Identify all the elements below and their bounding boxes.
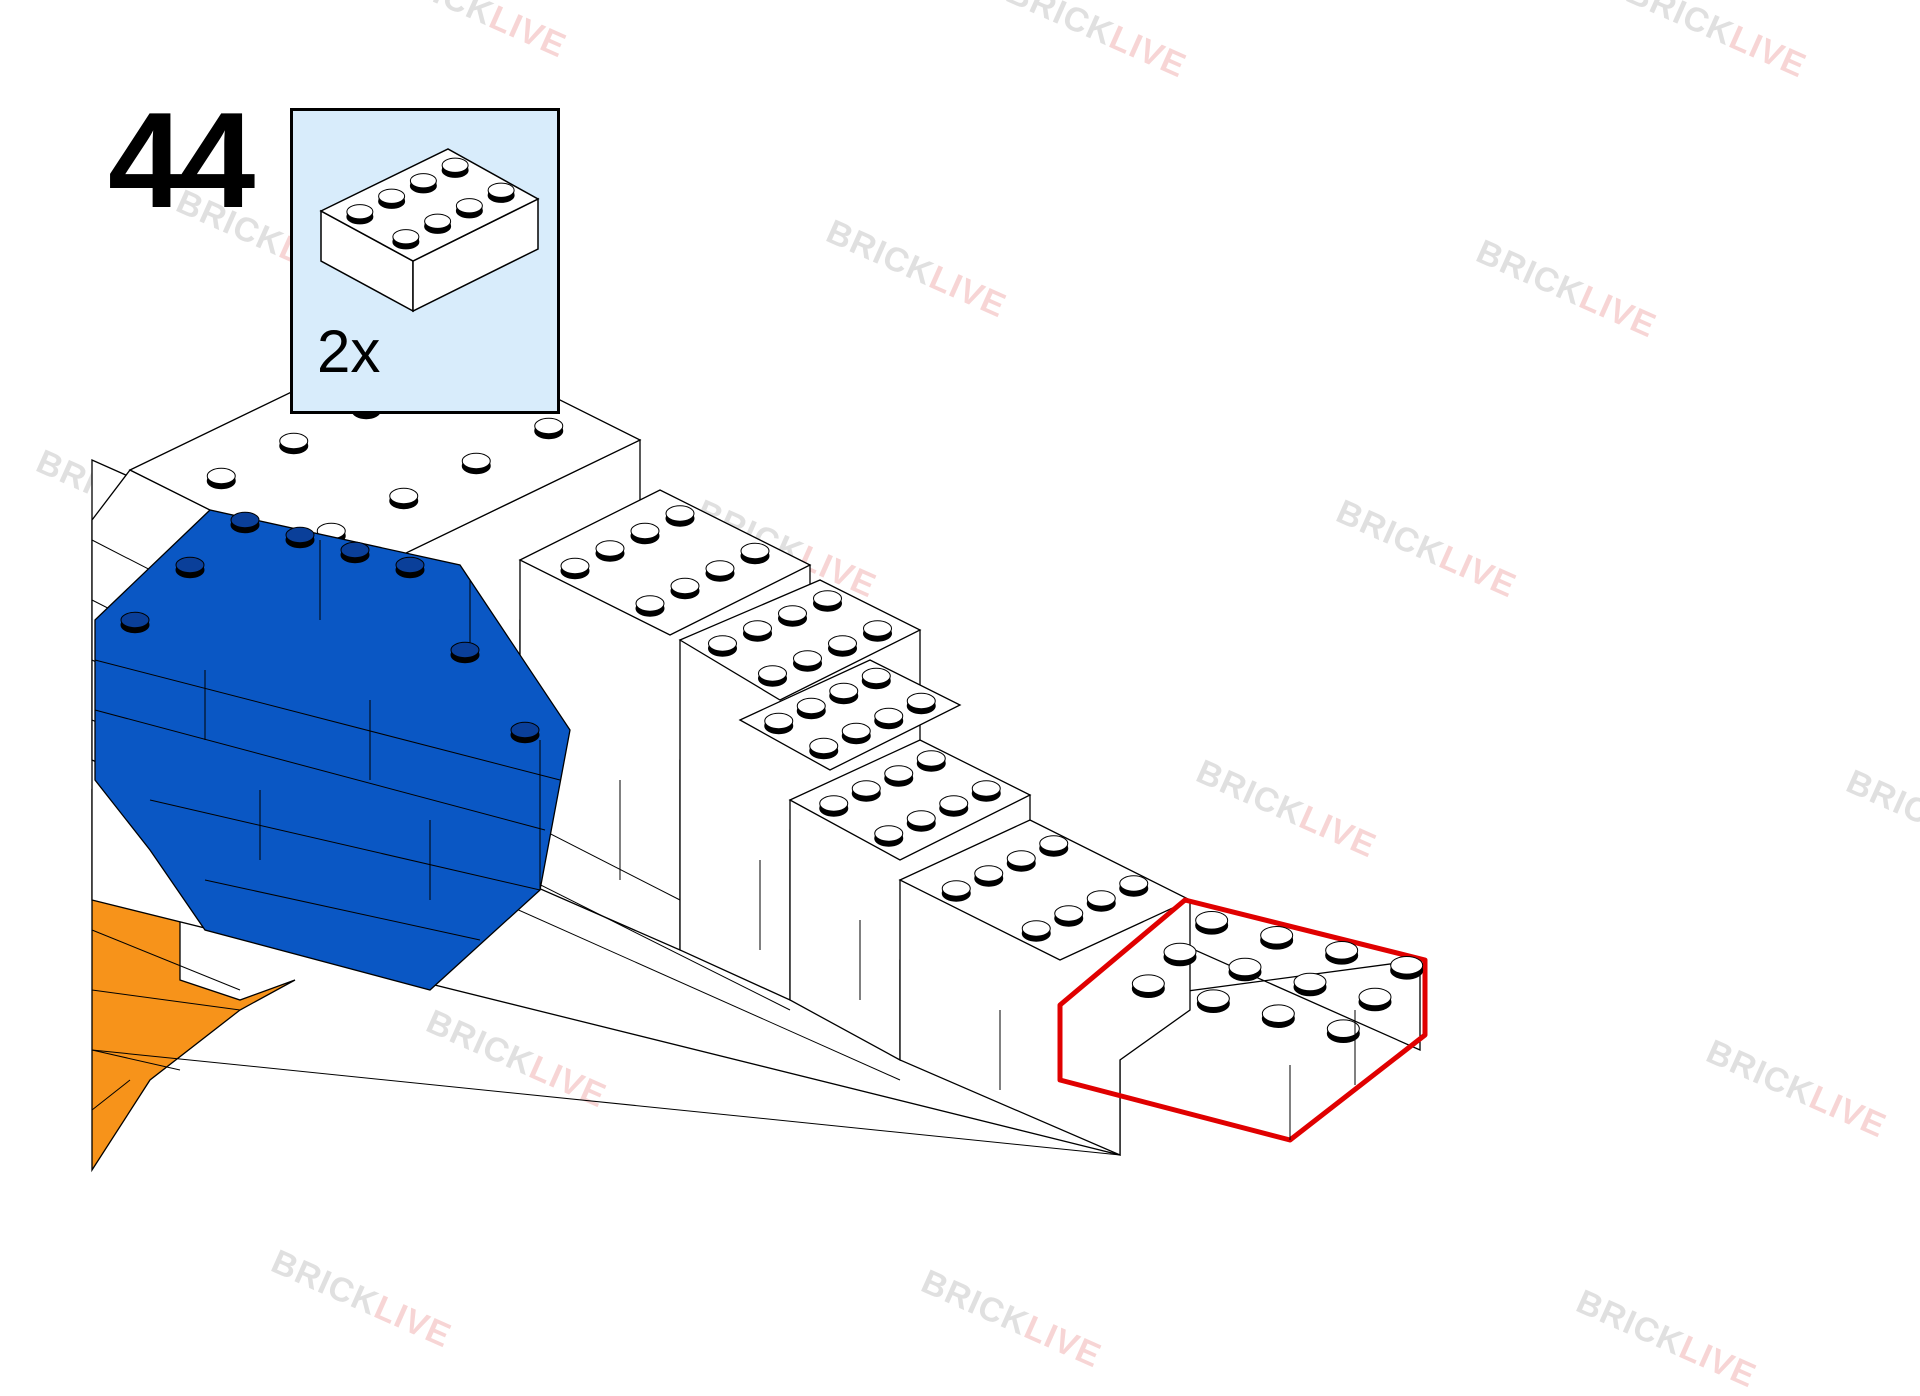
- stud: [971, 780, 1001, 802]
- stud: [595, 540, 625, 562]
- part-quantity: 2x: [317, 318, 381, 385]
- stud: [758, 665, 787, 687]
- stud: [884, 765, 914, 787]
- brick-seam: [94, 659, 561, 781]
- stud: [1358, 987, 1392, 1012]
- stud: [279, 432, 309, 455]
- stud: [670, 577, 700, 600]
- stud: [378, 188, 406, 209]
- stud: [409, 173, 437, 194]
- step-number: 44: [108, 84, 255, 236]
- stud: [764, 712, 794, 735]
- wall-edge: [91, 1049, 1121, 1156]
- brick-top-face: [678, 579, 922, 701]
- stud: [461, 452, 491, 475]
- stud: [560, 557, 590, 580]
- stud: [1021, 920, 1051, 942]
- brick-seam: [149, 799, 541, 891]
- brick-top-face: [738, 659, 962, 771]
- stud: [175, 556, 205, 579]
- stud: [346, 204, 374, 225]
- brick-seam: [91, 989, 241, 1011]
- stud: [796, 697, 826, 720]
- instruction-page: BRICKLIVE BRICKLIVE BRICKLIVE BRICKLIVE …: [31, 0, 1920, 1395]
- brick-seam: [91, 929, 241, 991]
- stud: [1039, 835, 1069, 857]
- stud: [941, 880, 971, 902]
- stud: [1006, 850, 1036, 872]
- stud: [1390, 956, 1424, 980]
- stud: [1054, 905, 1084, 927]
- stud: [819, 795, 849, 817]
- highlight-outline: [1057, 897, 1428, 1143]
- stud: [743, 620, 772, 642]
- blue-brick-section: [94, 509, 571, 991]
- stud: [939, 795, 969, 817]
- stud: [809, 737, 839, 760]
- stud: [1086, 890, 1116, 912]
- stud: [441, 157, 469, 178]
- stud: [863, 620, 892, 642]
- stud: [1325, 941, 1359, 965]
- stud: [813, 590, 842, 612]
- parts-callout: 2x: [290, 108, 560, 414]
- stud: [861, 667, 891, 690]
- brick-2x4-white-icon: [319, 148, 540, 313]
- stud: [510, 721, 540, 744]
- stud: [665, 505, 695, 527]
- stud: [340, 541, 370, 564]
- stud: [1131, 974, 1165, 998]
- brick-seam: [91, 1049, 181, 1071]
- stud: [285, 526, 315, 549]
- stud: [1163, 942, 1197, 967]
- stud: [916, 750, 946, 772]
- stud: [392, 229, 420, 250]
- stud: [906, 810, 936, 832]
- stud: [395, 556, 425, 579]
- stud: [424, 213, 452, 234]
- stud: [1228, 957, 1262, 982]
- stud: [841, 722, 871, 745]
- stud: [389, 487, 419, 510]
- stud: [455, 198, 483, 219]
- new-brick-highlight: [1057, 897, 1428, 1143]
- brick-seam: [91, 1079, 131, 1111]
- model-illustration: [91, 329, 1428, 1173]
- stud: [1119, 875, 1149, 897]
- brick-seam: [94, 709, 546, 831]
- stud: [828, 635, 857, 657]
- stud: [534, 417, 564, 440]
- stud: [793, 650, 822, 672]
- stud: [740, 542, 770, 565]
- brick-top-face: [788, 739, 1032, 861]
- stud: [851, 780, 881, 802]
- stud: [874, 707, 904, 730]
- stud: [630, 522, 660, 545]
- stud: [874, 825, 904, 847]
- stud: [120, 611, 150, 634]
- stud: [705, 560, 735, 582]
- stud: [1261, 1004, 1295, 1028]
- stud: [829, 682, 859, 705]
- stud: [635, 595, 665, 617]
- stud: [230, 511, 260, 534]
- stud: [1293, 972, 1327, 997]
- stud: [778, 605, 807, 627]
- stud: [1195, 911, 1229, 935]
- stud: [708, 635, 737, 657]
- brick-top-face: [518, 489, 812, 636]
- stud: [1326, 1019, 1360, 1043]
- stud: [906, 692, 936, 715]
- stud: [1260, 926, 1294, 950]
- stud: [974, 865, 1004, 887]
- stud: [487, 182, 515, 203]
- stud: [206, 467, 236, 490]
- brick-seam: [204, 879, 481, 941]
- stud: [450, 641, 480, 664]
- stud: [1196, 989, 1230, 1013]
